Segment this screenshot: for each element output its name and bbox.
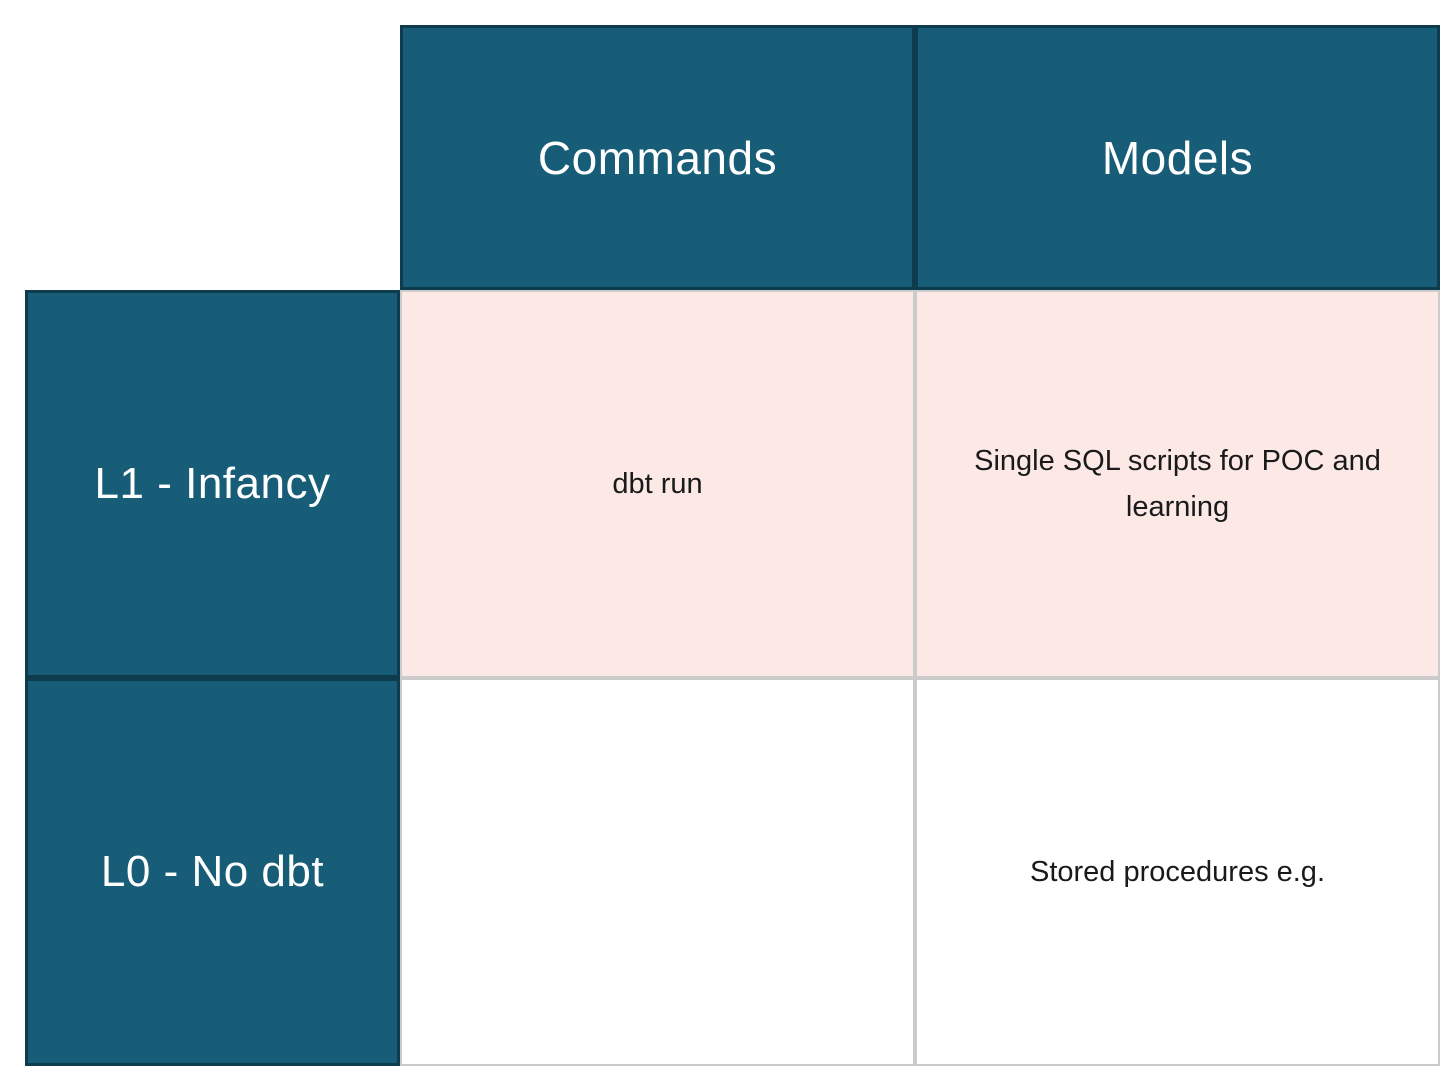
cell-l1-commands-text: dbt run (612, 467, 703, 500)
column-header-models-label: Models (1101, 131, 1254, 184)
cell-l0-commands (400, 678, 915, 1066)
column-header-commands: Commands (400, 25, 915, 290)
column-header-commands-label: Commands (537, 131, 778, 184)
cell-l0-models-text: Stored procedures e.g. (1029, 855, 1325, 888)
row-header-l0-no-dbt-label: L0 - No dbt (100, 847, 325, 896)
column-header-models: Models (915, 25, 1440, 290)
row-header-l0-no-dbt: L0 - No dbt (25, 678, 400, 1066)
cell-l0-models: Stored procedures e.g. (915, 678, 1440, 1066)
cell-l1-models: Single SQL scripts for POC and learning (915, 290, 1440, 678)
cell-l1-commands: dbt run (400, 290, 915, 678)
cell-l1-models-text: Single SQL scripts for POC and learning (974, 444, 1381, 523)
row-header-l1-infancy-label: L1 - Infancy (94, 459, 331, 508)
row-header-l1-infancy: L1 - Infancy (25, 290, 400, 678)
